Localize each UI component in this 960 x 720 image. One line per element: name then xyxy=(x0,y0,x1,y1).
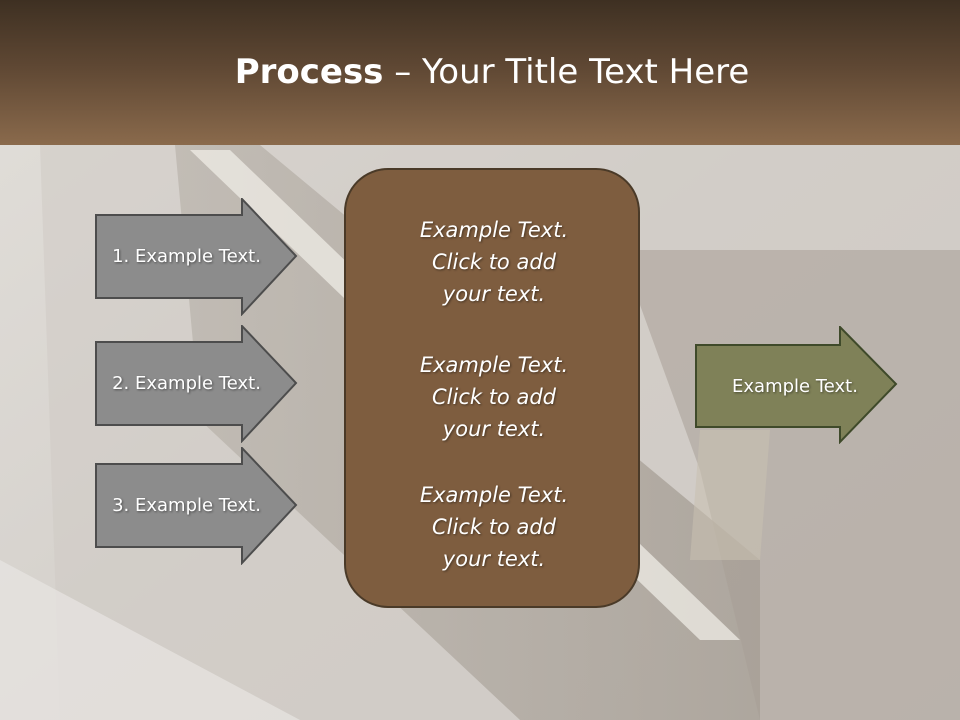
input-arrow-3: 3. Example Text. xyxy=(95,447,300,565)
input-arrow-2: 2. Example Text. xyxy=(95,325,300,443)
title-rest: – Your Title Text Here xyxy=(383,52,750,92)
output-arrow: Example Text. xyxy=(695,326,900,444)
process-box: Example Text. Click to add your text. Ex… xyxy=(344,168,640,608)
slide-title: Process – Your Title Text Here xyxy=(0,52,960,92)
process-item-2: Example Text. Click to add your text. xyxy=(419,353,569,441)
input-arrow-label-2: 2. Example Text. xyxy=(112,373,261,394)
process-item-3: Example Text. Click to add your text. xyxy=(419,483,569,571)
title-bold: Process xyxy=(234,52,384,92)
input-arrow-1: 1. Example Text. xyxy=(95,198,300,316)
output-arrow-label: Example Text. xyxy=(732,375,858,397)
input-arrow-label-3: 3. Example Text. xyxy=(112,495,261,516)
input-arrow-label-1: 1. Example Text. xyxy=(112,246,261,267)
process-item-1: Example Text. Click to add your text. xyxy=(419,218,569,306)
title-bar xyxy=(0,0,960,145)
